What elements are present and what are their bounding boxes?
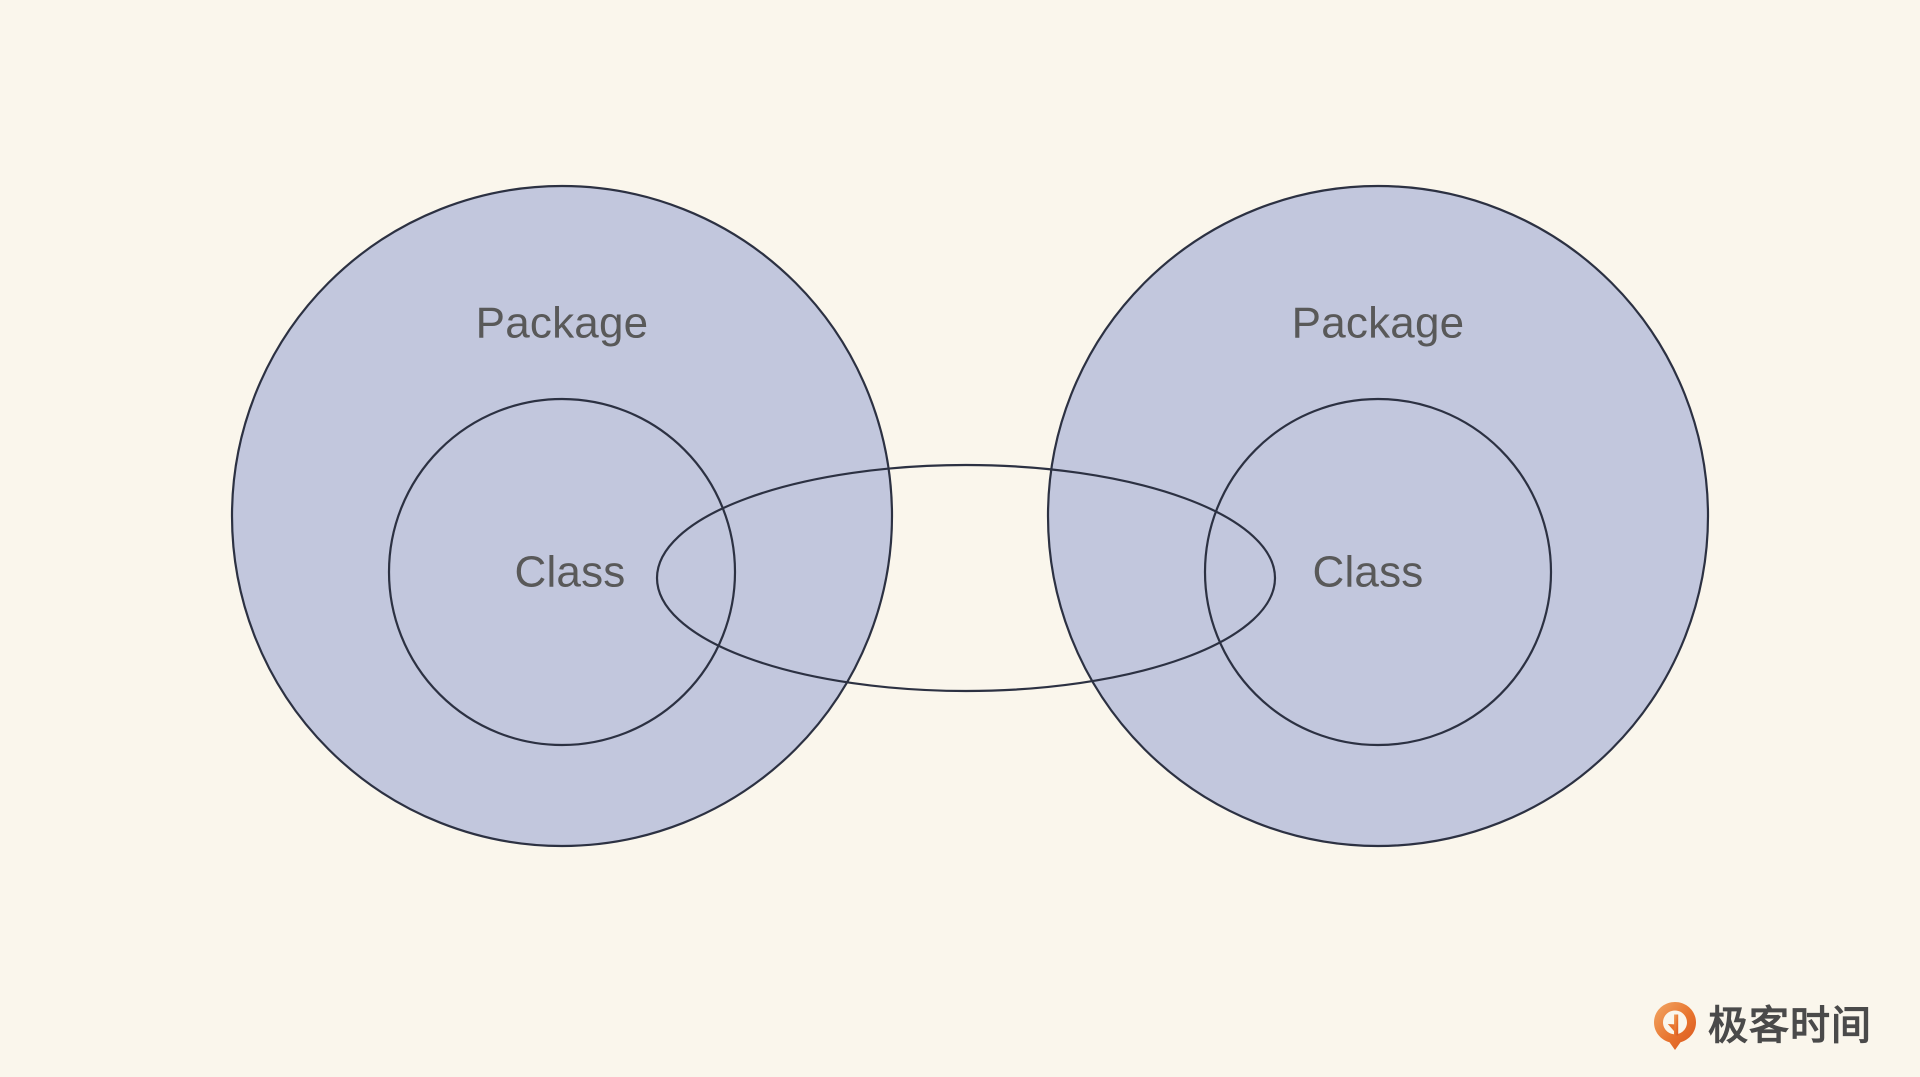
right-package-label: Package xyxy=(1292,299,1465,348)
right-class-label: Class xyxy=(1312,548,1423,597)
brand-name: 极客时间 xyxy=(1708,1004,1872,1048)
left-package-circle[interactable] xyxy=(230,184,894,848)
left-class-label: Class xyxy=(514,548,625,597)
left-class-circle[interactable] xyxy=(387,397,737,747)
left-group xyxy=(230,184,894,848)
brand-watermark: 极客时间 xyxy=(1653,1001,1872,1051)
right-class-circle[interactable] xyxy=(1203,397,1553,747)
left-package-label: Package xyxy=(476,299,649,348)
geektime-q-droplet-logo-icon xyxy=(1654,1002,1696,1050)
right-package-circle[interactable] xyxy=(1046,184,1710,848)
relationship-ellipse[interactable] xyxy=(655,463,1277,693)
right-group xyxy=(1046,184,1710,848)
